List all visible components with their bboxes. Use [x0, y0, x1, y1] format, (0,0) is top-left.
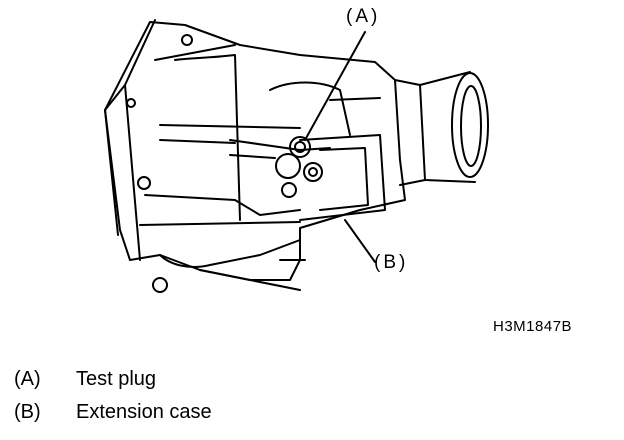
- legend-label: Extension case: [76, 401, 212, 423]
- fitting-lower: [281, 182, 297, 198]
- legend-label: Test plug: [76, 368, 157, 390]
- fitting-upper: [275, 153, 301, 179]
- lower-housing: [159, 239, 306, 291]
- output-bellows: [419, 71, 476, 183]
- legend-item-test-plug: (A) Test plug: [14, 368, 156, 391]
- fitting-nut: [303, 162, 323, 182]
- fitting-nut-inner: [308, 167, 318, 177]
- extension-case: [299, 134, 386, 221]
- flange-bolt-left: [137, 176, 151, 190]
- output-opening-inner: [460, 85, 482, 167]
- callout-label-b: (B): [374, 252, 409, 273]
- legend-key: (A): [14, 368, 41, 390]
- output-neck: [394, 79, 426, 186]
- flange-bolt-top: [181, 34, 193, 46]
- callout-label-a: (A): [346, 6, 381, 27]
- test-plug-inner: [294, 141, 306, 153]
- shaft-line: [229, 139, 331, 159]
- leader-line-a: [304, 31, 366, 141]
- body-contour-top: [154, 44, 241, 221]
- body-contour-lower: [139, 194, 301, 226]
- output-opening: [451, 72, 489, 178]
- transmission-diagram: [104, 19, 489, 293]
- legend-key: (B): [14, 401, 41, 423]
- flange-plate: [104, 19, 156, 261]
- body-contour-upper: [159, 124, 301, 144]
- flange-bolt-bottom: [152, 277, 168, 293]
- figure-code: H3M1847B: [493, 318, 573, 335]
- legend-item-extension-case: (B) Extension case: [14, 401, 212, 424]
- body-contour-mid: [269, 81, 381, 136]
- leader-line-b: [344, 219, 376, 263]
- test-plug-outer: [289, 136, 311, 158]
- flange-bolt-mid: [126, 98, 136, 108]
